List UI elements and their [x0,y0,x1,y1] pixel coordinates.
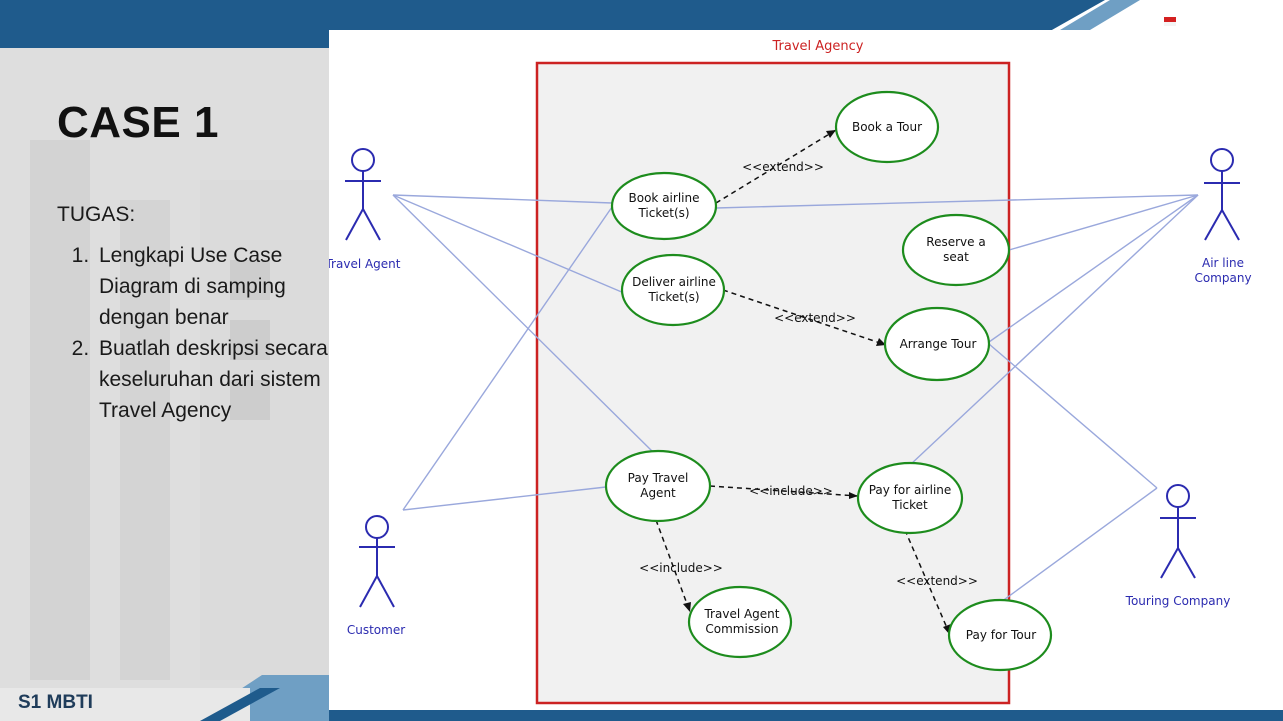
use-case-travel-agent-commission [687,585,793,659]
arrowhead [876,338,886,346]
use-case-label: Agent [640,486,676,500]
use-case-label: Pay Travel [628,471,689,485]
actor-travel-agent-icon [345,148,381,241]
task-list: Lengkapi Use Case Diagram di samping den… [57,240,345,426]
system-name: Travel Agency [772,39,864,54]
use-case-diagram: Travel Agency [329,30,1282,710]
actor-label-airline-company: Air line [1202,256,1244,270]
use-case-label: Pay for Tour [966,628,1037,642]
use-case-label: seat [943,250,969,264]
include-label: <<include>> [639,561,723,575]
use-case-label: Commission [705,622,778,636]
association-line [392,194,657,456]
association-line [392,194,613,204]
use-case-label: Reserve a [926,235,985,249]
association-line [909,194,1199,466]
association-line [988,194,1199,343]
bottom-band [329,710,1283,721]
association-line [402,206,613,511]
use-case-deliver-airline-ticket [620,253,726,327]
association-line [402,486,607,511]
association-line [715,194,1199,209]
dependencies [655,129,951,636]
use-case-label: Book a Tour [852,120,922,134]
extend-line [715,129,837,204]
actor-label-airline-company: Company [1194,271,1251,285]
use-case-label: Arrange Tour [900,337,977,351]
include-line [709,485,859,497]
use-case-pay-travel-agent [604,449,712,523]
use-case-reserve-seat [901,213,1011,287]
extend-label: <<extend>> [742,160,824,174]
task-item: Lengkapi Use Case Diagram di samping den… [95,240,345,333]
use-case-pay-airline-ticket [856,461,964,535]
use-case-label: Deliver airline [632,275,716,289]
association-line [988,343,1158,489]
footer-label: S1 MBTI [18,692,93,713]
use-case-arrange-tour [883,306,991,382]
use-case-book-airline-ticket [610,171,718,241]
arrowhead [826,130,836,138]
extend-label: <<extend>> [774,311,856,325]
flag-icon [1164,17,1176,22]
use-case-book-tour [834,90,940,164]
association-line [1008,194,1199,251]
actor-airline-company-icon [1204,148,1240,241]
actor-label-customer: Customer [347,623,405,637]
association-line [392,194,625,294]
include-line [655,519,691,613]
task-heading: TUGAS: [57,203,136,226]
arrowhead [849,492,858,499]
extend-line [722,289,887,346]
extend-label: <<extend>> [896,574,978,588]
use-case-label: Ticket(s) [637,206,689,220]
use-case-label: Book airline [629,191,700,205]
include-label: <<include>> [749,484,833,498]
slide-title: CASE 1 [57,98,219,147]
use-case-label: Pay for airline [869,483,952,497]
actor-label-travel-agent: Travel Agent [329,257,401,271]
use-case-label: Travel Agent [703,607,779,621]
task-item: Buatlah deskripsi secara keseluruhan dar… [95,333,345,426]
actor-customer-icon [359,515,395,608]
extend-line [904,529,951,636]
associations [392,194,1199,603]
actor-label-touring-company: Touring Company [1125,594,1231,608]
use-case-label: Ticket [891,498,928,512]
use-case-pay-for-tour [947,598,1053,672]
association-line [1000,487,1158,603]
actor-touring-company-icon [1160,484,1196,579]
arrowhead [683,602,691,612]
use-case-label: Ticket(s) [647,290,699,304]
